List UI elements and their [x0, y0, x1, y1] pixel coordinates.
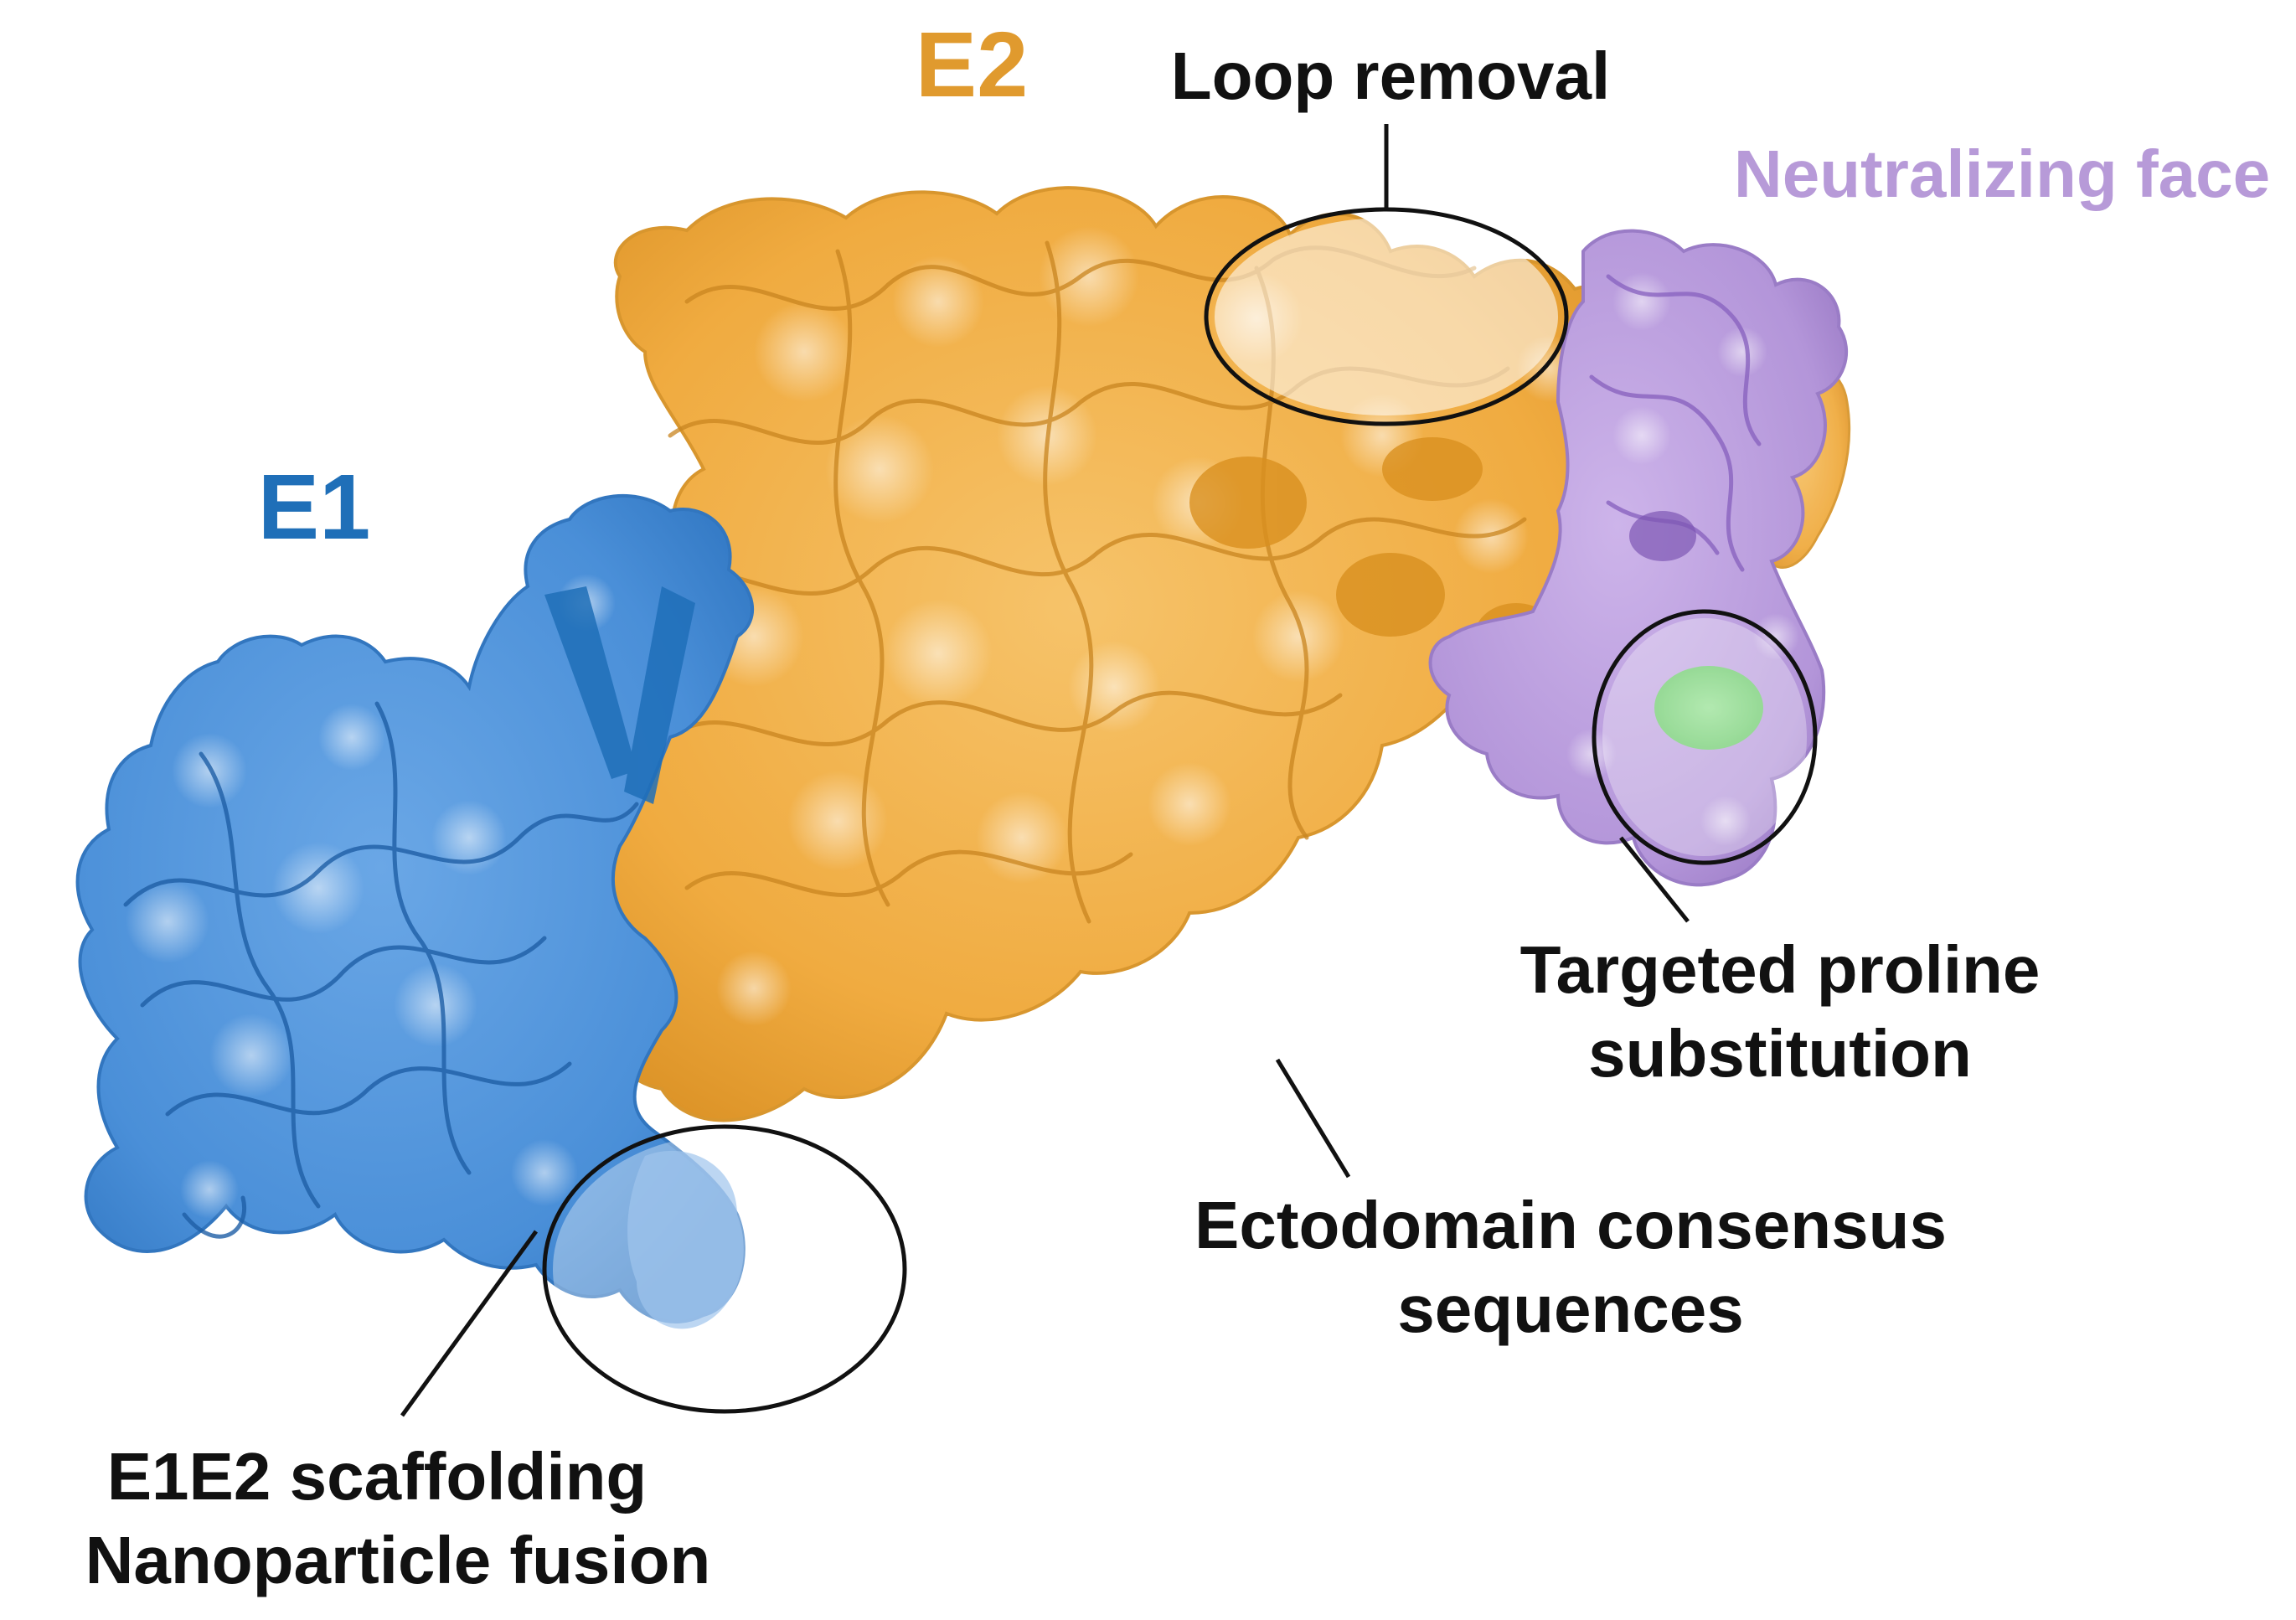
proline-label-line1: Targeted proline: [1520, 932, 2041, 1007]
proline-substitution-circle: [1592, 609, 1818, 865]
proline-region-highlight: [1602, 618, 1807, 856]
scaffolding-label-line1: E1E2 scaffolding: [107, 1439, 648, 1514]
neutralizing-face-surface: [1428, 229, 1848, 887]
e1-label: E1: [258, 456, 371, 559]
scaffolding-leader: [400, 1230, 539, 1417]
proline-leader: [1619, 836, 1690, 923]
ectodomain-leader: [1275, 1058, 1351, 1179]
ectodomain-label-line1: Ectodomain consensus: [1194, 1188, 1947, 1262]
scaffolding-label-line2: Nanoparticle fusion: [85, 1523, 711, 1597]
proline-patch: [1654, 666, 1763, 750]
scaffold-region-highlight: [553, 1135, 896, 1403]
scaffolding-circle: [542, 1124, 907, 1414]
neutralizing-face-label: Neutralizing face: [1734, 137, 2270, 211]
ectodomain-label-line2: sequences: [1397, 1272, 1744, 1346]
e1-surface: [75, 493, 754, 1323]
proline-label-line2: substitution: [1588, 1016, 1972, 1091]
loop-removal-label: Loop removal: [1171, 39, 1611, 113]
e2-label: E2: [916, 13, 1029, 116]
loop-region-highlight: [1215, 218, 1558, 415]
